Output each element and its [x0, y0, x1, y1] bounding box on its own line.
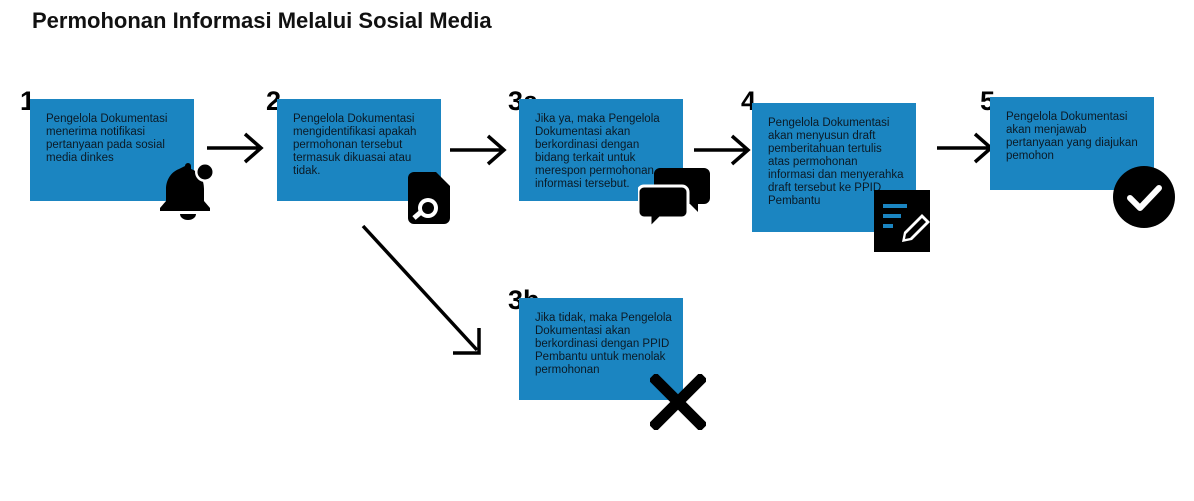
- arrow-3a-to-4: [694, 134, 751, 166]
- step-1-text: Pengelola Dokumentasi menerima notifikas…: [46, 113, 168, 164]
- document-search-icon: [408, 172, 452, 226]
- step-3b-box: Jika tidak, maka Pengelola Dokumentasi a…: [519, 298, 683, 400]
- page-title: Permohonan Informasi Melalui Sosial Medi…: [32, 8, 492, 33]
- step-4-text: Pengelola Dokumentasi akan menyusun draf…: [768, 117, 904, 207]
- arrow-2-to-3a: [450, 134, 507, 166]
- edit-document-icon: [874, 190, 932, 254]
- step-5-box: Pengelola Dokumentasi akan menjawab pert…: [990, 97, 1154, 190]
- arrow-1-to-2: [207, 132, 264, 164]
- step-3b-text: Jika tidak, maka Pengelola Dokumentasi a…: [535, 312, 672, 376]
- step-2-text: Pengelola Dokumentasi mengidentifikasi a…: [293, 113, 417, 177]
- check-circle-icon: [1113, 166, 1177, 230]
- arrow-2-to-3b: [361, 224, 481, 355]
- step-5-text: Pengelola Dokumentasi akan menjawab pert…: [1006, 111, 1138, 162]
- bell-icon: [158, 160, 216, 220]
- step-3a-text: Jika ya, maka Pengelola Dokumentasi akan…: [535, 113, 660, 190]
- chat-bubbles-icon: [638, 168, 710, 232]
- arrow-4-to-5: [937, 132, 994, 164]
- x-icon: [650, 374, 706, 430]
